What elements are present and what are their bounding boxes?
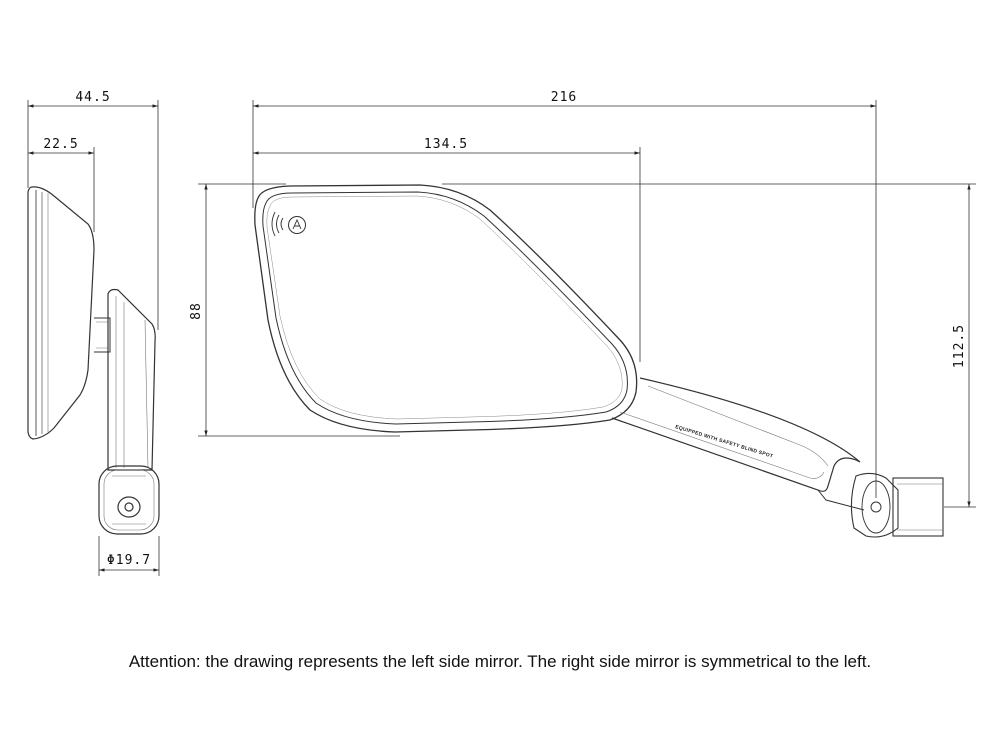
front-view-dimensions: [198, 100, 976, 508]
dim-diameter: Φ19.7: [107, 553, 151, 568]
dim-side-glass-depth: 22.5: [43, 137, 78, 152]
mirror-arm: [611, 377, 861, 492]
arm-marking-text: EQUIPPED WITH SAFETY BLIND SPOT: [674, 424, 773, 460]
mirror-housing-outer: [254, 184, 638, 433]
dim-overall-height: 112.5: [952, 324, 967, 368]
blind-spot-indicator-icon: [271, 211, 306, 237]
dim-side-overall-depth: 44.5: [75, 90, 110, 105]
dim-glass-height: 88: [189, 302, 204, 320]
mirror-glass: [262, 191, 628, 425]
side-view: [27, 186, 160, 535]
dim-overall-width: 216: [551, 90, 577, 105]
mirror-mount: [850, 472, 944, 538]
side-mirror-head: [27, 186, 95, 440]
side-mount-cylinder: [98, 465, 160, 535]
attention-note: Attention: the drawing represents the le…: [128, 652, 872, 671]
side-view-dimensions: [27, 100, 160, 576]
front-view: [254, 184, 944, 538]
dim-glass-width: 134.5: [424, 137, 468, 152]
side-joint: [94, 317, 111, 353]
side-arm: [107, 288, 156, 471]
side-mount-bolt: [117, 496, 141, 518]
